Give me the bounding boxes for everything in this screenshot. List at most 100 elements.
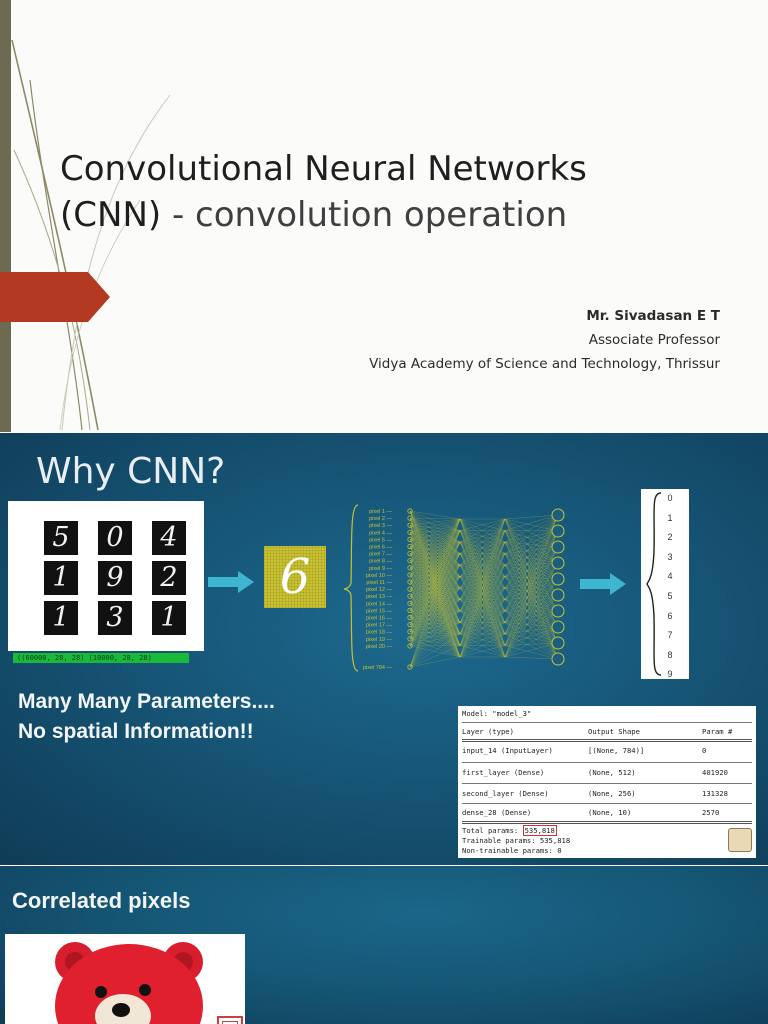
mnist-digit: 9 <box>98 561 132 595</box>
output-class-label: 8 <box>667 649 673 660</box>
output-neuron <box>551 636 565 650</box>
input-digit-image: 6 <box>264 546 326 608</box>
caption-line-2: No spatial Information!! <box>18 720 254 743</box>
slide-title: Convolutional Neural Networks (CNN) - co… <box>60 146 740 238</box>
pixel-label: pixel 20 — <box>366 644 392 650</box>
param-count: 2570 <box>702 808 720 817</box>
pixel-label: pixel 2 — <box>369 516 392 522</box>
input-neuron <box>407 614 413 621</box>
pixel-label: pixel 12 — <box>366 587 392 593</box>
model-name: Model: "model_3" <box>462 709 532 718</box>
pixel-label: pixel 784 — <box>363 665 393 671</box>
output-neuron <box>551 572 565 586</box>
input-neuron <box>407 600 413 606</box>
output-neuron <box>551 620 565 634</box>
input-neuron <box>407 586 413 592</box>
pixel-label: pixel 1 — <box>369 509 392 515</box>
layer-name: second_layer (Dense) <box>462 789 549 798</box>
header-params: Param # <box>702 727 733 736</box>
input-neuron <box>407 529 413 535</box>
output-class-label: 4 <box>667 571 673 582</box>
input-neuron <box>407 593 413 599</box>
model-summary-table: Model: "model_3" Layer (type) Output Sha… <box>458 706 756 858</box>
non-trainable-params: Non-trainable params: 0 <box>462 846 562 855</box>
pixel-label: pixel 18 — <box>366 630 392 636</box>
divider <box>462 762 752 763</box>
pixel-label: pixel 5 — <box>369 537 392 543</box>
author-institution: Vidya Academy of Science and Technology,… <box>369 356 720 372</box>
teddy-bear-image <box>5 934 245 1024</box>
slide-title: Why CNN? <box>36 451 226 492</box>
table-row: first_layer (Dense) (None, 512) 401920 <box>462 768 752 779</box>
output-class-label: 2 <box>667 532 673 543</box>
output-neuron <box>551 524 565 538</box>
output-shape: [(None, 784)] <box>588 746 645 755</box>
mnist-digit: 1 <box>152 601 186 635</box>
right-arrow-icon <box>208 571 254 593</box>
layer-name: first_layer (Dense) <box>462 768 545 777</box>
fully-connected-network: pixel 1 —pixel 2 —pixel 3 —pixel 4 —pixe… <box>343 504 565 672</box>
pixel-label: pixel 4 — <box>369 530 392 536</box>
accent-arrow-shape <box>0 272 110 322</box>
mnist-digit: 0 <box>98 521 132 555</box>
pixel-label: pixel 8 — <box>369 559 392 565</box>
pixel-label: pixel 17 — <box>366 623 392 629</box>
input-neuron <box>407 572 413 578</box>
presenter-face-icon <box>728 828 752 852</box>
input-neuron <box>407 558 413 564</box>
table-header: Layer (type) Output Shape Param # <box>462 727 752 738</box>
input-neuron <box>407 536 413 543</box>
title-subtitle: - convolution operation <box>161 195 568 235</box>
output-class-label: 7 <box>667 630 673 641</box>
input-neuron <box>407 508 413 514</box>
title-abbrev: (CNN) <box>60 195 162 235</box>
divider <box>462 783 752 784</box>
output-neuron <box>551 588 565 602</box>
pixel-label: pixel 10 — <box>366 573 392 579</box>
left-accent-bar <box>0 0 11 432</box>
output-class-label: 5 <box>667 591 673 601</box>
header-layer: Layer (type) <box>462 727 514 736</box>
author-role: Associate Professor <box>588 332 720 348</box>
teddy-bear-illustration <box>55 942 203 1024</box>
output-shape: (None, 10) <box>588 808 632 817</box>
output-neuron <box>551 604 565 618</box>
output-neuron <box>551 540 565 554</box>
pixel-patch-marker <box>217 1016 243 1024</box>
pixel-label: pixel 16 — <box>366 616 392 622</box>
input-neuron <box>407 522 413 528</box>
input-neuron <box>407 643 413 649</box>
input-neuron <box>407 664 413 670</box>
pixel-label: pixel 14 — <box>366 601 392 607</box>
trainable-params: Trainable params: 535,818 <box>462 836 571 845</box>
pixel-label: pixel 19 — <box>366 637 392 643</box>
input-neuron <box>407 636 413 642</box>
output-class-label: 9 <box>667 669 673 680</box>
divider <box>462 722 752 723</box>
pixel-label: pixel 6 — <box>369 545 392 551</box>
table-row: second_layer (Dense) (None, 256) 131328 <box>462 789 752 800</box>
dataset-shape-label: ((60000, 28, 28) (10000, 28, 28) <box>13 653 189 663</box>
divider <box>462 821 752 824</box>
output-class-label: 6 <box>667 610 673 621</box>
layer-name: input_14 (InputLayer) <box>462 746 553 755</box>
divider <box>462 739 752 742</box>
table-row: input_14 (InputLayer) [(None, 784)] 0 <box>462 746 752 757</box>
layer-name: dense_28 (Dense) <box>462 808 532 817</box>
author-name: Mr. Sivadasan E T <box>586 308 720 324</box>
total-params-value: 535,818 <box>522 825 557 836</box>
title-line-1: Convolutional Neural Networks <box>60 149 587 189</box>
total-params: Total params: 535,818 <box>462 825 557 836</box>
title-slide: Convolutional Neural Networks (CNN) - co… <box>0 0 768 432</box>
mnist-digit: 1 <box>44 561 78 595</box>
mnist-digit: 1 <box>44 601 78 635</box>
pixel-label: pixel 9 — <box>369 566 392 572</box>
output-shape: (None, 512) <box>588 768 636 777</box>
param-count: 0 <box>702 746 707 755</box>
author-block: Mr. Sivadasan E T Associate Professor Vi… <box>369 304 720 376</box>
output-class-label: 0 <box>667 493 673 503</box>
correlated-pixels-slide: Correlated pixels <box>0 866 768 1024</box>
output-class-label: 3 <box>667 551 673 562</box>
mnist-digit: 4 <box>152 521 186 555</box>
why-cnn-slide: Why CNN? 5 0 4 1 9 2 1 3 1 ((60000, 28, … <box>0 433 768 865</box>
